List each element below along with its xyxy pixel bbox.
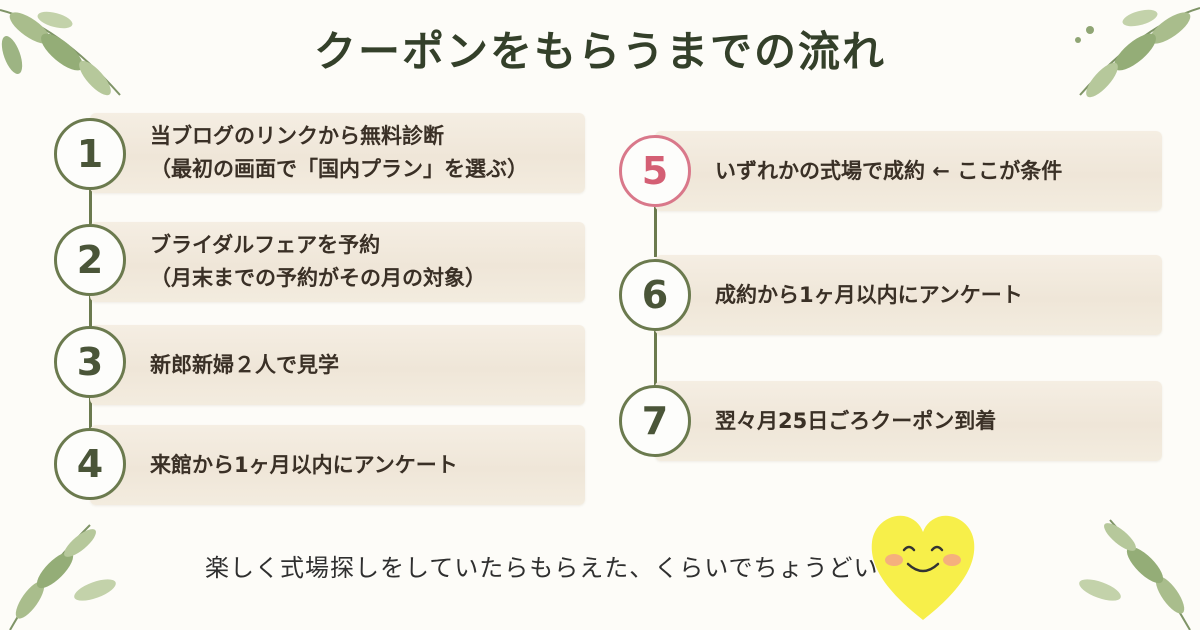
step-connector: [654, 207, 657, 257]
page-title: クーポンをもらうまでの流れ: [313, 27, 886, 76]
step-card-1: 当ブログのリンクから無料診断 （最初の画面で「国内プラン」を選ぶ）: [90, 113, 585, 193]
step-text: 翌々月25日ごろクーポン到着: [715, 408, 997, 433]
step-connector: [89, 394, 92, 430]
step-text: 当ブログのリンクから無料診断: [150, 124, 444, 148]
leaf-icon: [0, 9, 121, 96]
step-connector: [89, 190, 92, 230]
step-card-6: 成約から1ヶ月以内にアンケート: [655, 255, 1162, 335]
step-number-badge-highlight: 5: [619, 135, 691, 207]
step-number-badge: 7: [619, 385, 691, 457]
step-card-4: 来館から1ヶ月以内にアンケート: [90, 425, 585, 505]
step-text: 成約から1ヶ月以内にアンケート: [715, 282, 1023, 307]
step-number-badge: 6: [619, 259, 691, 331]
step-card-5: いずれかの式場で成約 ← ここが条件: [655, 131, 1162, 211]
step-text: （最初の画面で「国内プラン」を選ぶ）: [150, 157, 528, 181]
step-text: 新郎新婦２人で見学: [150, 352, 339, 377]
leaf-icon: [9, 524, 116, 630]
step-number-badge: 3: [54, 326, 126, 398]
leaf-icon: [1079, 519, 1191, 630]
leaf-icon: [1075, 7, 1200, 98]
step-connector: [654, 331, 657, 387]
step-card-3: 新郎新婦２人で見学: [90, 325, 585, 405]
step-number-badge: 1: [54, 118, 126, 190]
smiling-heart-icon: [871, 515, 975, 620]
step-connector: [89, 292, 92, 332]
step-text: 来館から1ヶ月以内にアンケート: [150, 452, 458, 477]
step-card-7: 翌々月25日ごろクーポン到着: [655, 381, 1162, 461]
step-text: （月末までの予約がその月の対象）: [150, 266, 486, 290]
step-text: いずれかの式場で成約 ← ここが条件: [715, 158, 1063, 183]
step-text: ブライダルフェアを予約: [150, 233, 381, 257]
footer-note: 楽しく式場探しをしていたらもらえた、くらいでちょうどいい: [205, 554, 904, 582]
step-number-badge: 2: [54, 224, 126, 296]
step-card-2: ブライダルフェアを予約 （月末までの予約がその月の対象）: [90, 222, 585, 302]
step-number-badge: 4: [54, 428, 126, 500]
